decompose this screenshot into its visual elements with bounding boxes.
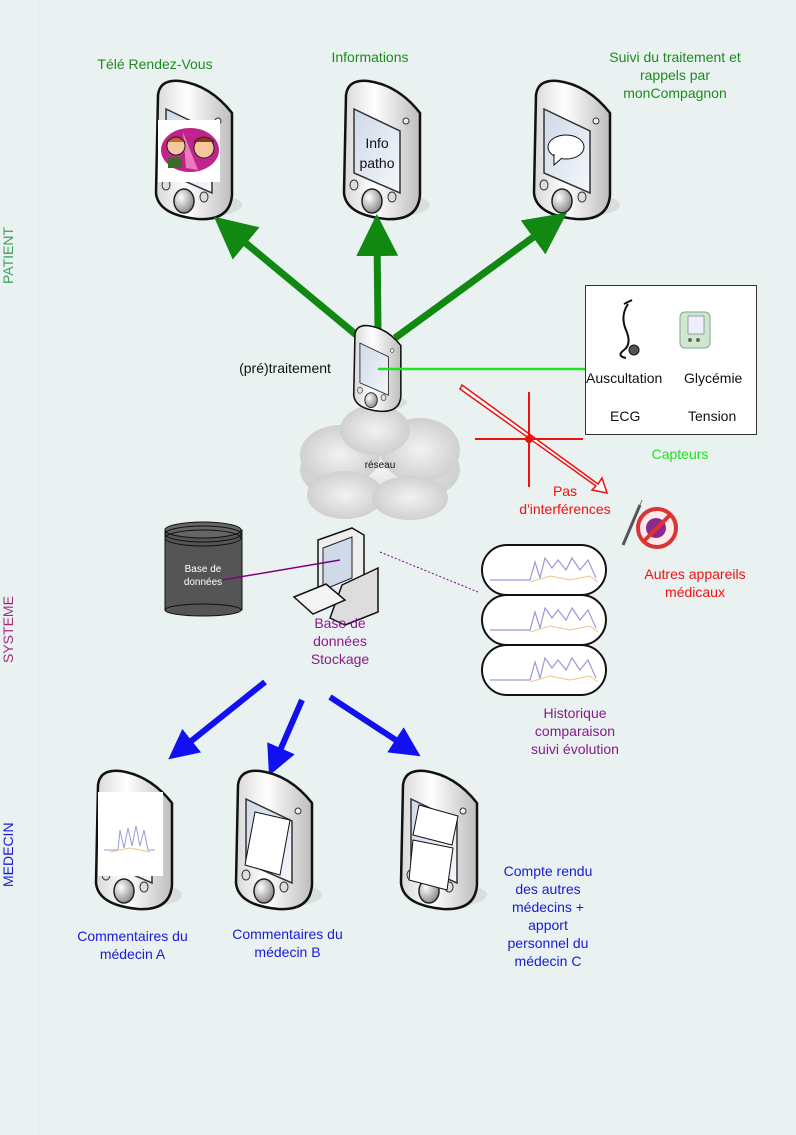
info-patho-screen: Info patho [352,133,402,173]
screen-line-info: Info [365,135,389,151]
sensor-ecg: ECG [610,408,641,424]
computer-icon [292,527,379,626]
label-medecin-c-line: apport [528,917,568,933]
history-chart-card [481,544,607,596]
label-stockage: Base de données Stockage [285,614,395,668]
arrow-to-suivi [392,212,567,341]
label-suivi-line1: Suivi du traitement et [609,49,741,65]
label-historique-line3: suivi évolution [531,741,619,757]
label-pas-interferences: Pas d'interférences [500,482,630,518]
sensor-icons [619,299,711,359]
label-interferences: d'interférences [519,501,611,517]
label-autres-appareils: Autres appareils médicaux [620,565,770,601]
interference-blocked-icon [475,392,583,487]
label-medecin-b-line2: médecin B [254,944,321,960]
label-medecin-c-line: des autres [515,881,581,897]
db-to-computer-link [221,559,341,581]
history-chart-cards [481,544,607,696]
label-medecin-c-line: médecin C [514,953,582,969]
sensor-tension: Tension [688,408,737,424]
label-stockage-line2: données [313,633,367,649]
medecin-c-sheets-icon [408,804,459,891]
label-db-cylinder-line2: données [183,577,223,588]
label-autres-line2: médicaux [665,584,725,600]
label-db-cylinder-line1: Base de [184,564,222,575]
network-cloud-icon [300,405,460,520]
label-suivi: Suivi du traitement et rappels par monCo… [590,48,760,102]
arrow-to-tele-rdv [213,216,363,341]
label-capteurs: Capteurs [651,446,709,462]
arrow-to-medecin-b [267,698,305,776]
label-medecin-a-line2: médecin A [99,946,166,962]
label-medecin-b-line1: Commentaires du [232,926,343,942]
sensor-panel: Auscultation Glycémie ECG Tension [585,285,757,435]
lane-divider [38,0,39,1135]
label-medecin-a-line1: Commentaires du [77,928,188,944]
label-medecin-b: Commentaires du médecin B [215,925,360,961]
label-medecin-c: Compte rendu des autres médecins + appor… [488,862,608,970]
medecin-a-report-icon [98,792,163,876]
computer-to-history-link [379,551,479,593]
label-suivi-line2: rappels par [639,67,711,83]
arrow-to-informations [356,214,399,331]
arrow-to-medecin-c [328,694,421,757]
label-db-cylinder: Base de données [170,563,236,589]
history-chart-card [481,644,607,696]
blood-pressure-monitor-icon [679,311,711,349]
sensor-link-line [378,360,589,371]
sensor-auscultation: Auscultation [586,370,663,386]
label-historique-line1: Historique [543,705,607,721]
label-suivi-line3: monCompagnon [623,85,727,101]
database-cylinder-icon [164,521,243,617]
sensor-glycemie: Glycémie [684,370,743,386]
label-stockage-line3: Stockage [310,651,370,667]
phone-call-clipart-icon [158,120,220,182]
label-medecin-c-line: personnel du [507,935,589,951]
speech-bubble-icon [547,134,585,167]
label-historique-line2: comparaison [534,723,616,739]
label-medecin-c-line: médecins + [512,899,584,915]
label-pretraitement: (pré)traitement [239,360,331,376]
label-autres-line1: Autres appareils [644,566,746,582]
no-other-devices-icon [621,499,678,549]
label-medecin-c-line: Compte rendu [503,863,593,879]
label-pas: Pas [552,483,578,499]
label-informations: Informations [331,49,409,65]
stethoscope-icon [619,299,640,359]
label-stockage-line1: Base de [314,615,366,631]
label-tele-rendez-vous: Télé Rendez-Vous [97,56,213,72]
arrow-to-medecin-a [168,679,267,760]
history-chart-card [481,594,607,646]
label-medecin-a: Commentaires du médecin A [60,927,205,963]
medecin-b-sheet-icon [244,811,291,876]
label-reseau: réseau [364,460,396,471]
screen-line-patho: patho [359,155,395,171]
label-historique: Historique comparaison suivi évolution [515,704,635,758]
